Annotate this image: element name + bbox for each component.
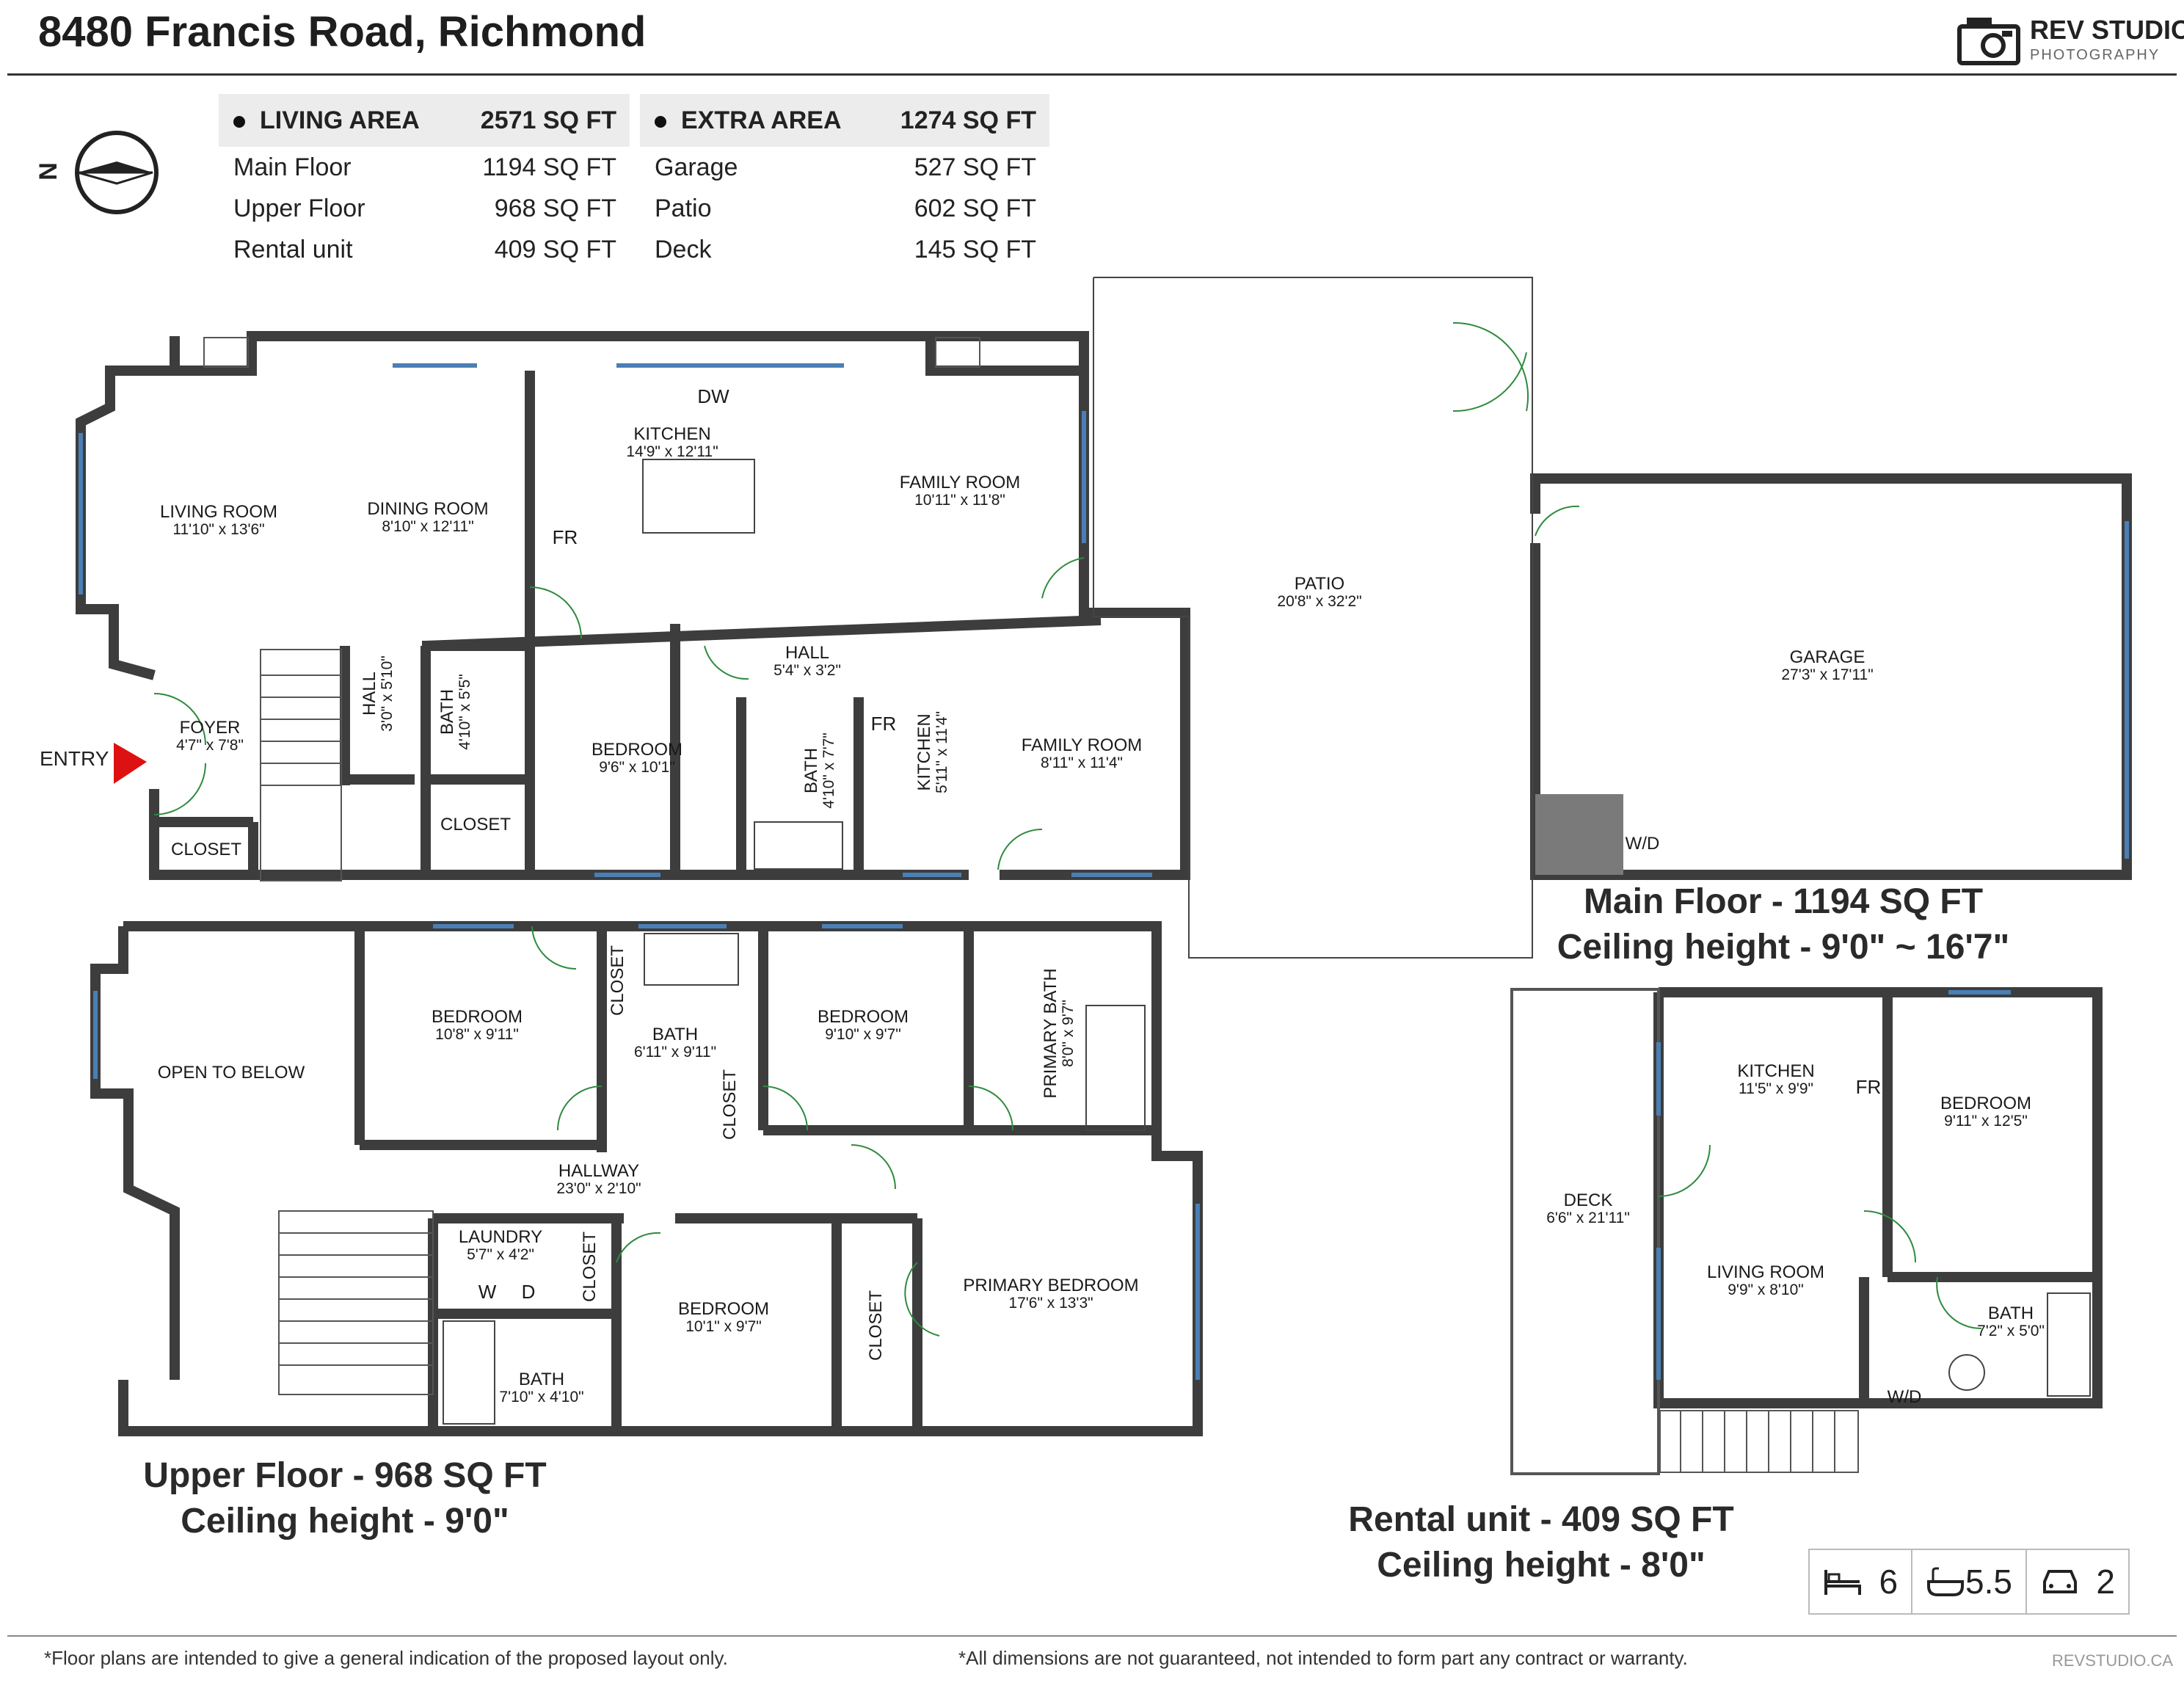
garage-stair-block — [1535, 794, 1623, 875]
living-area-header: LIVING AREA 2571 SQ FT — [219, 94, 630, 147]
compass-arrow-icon — [75, 131, 159, 214]
extra-area-total: 1274 SQ FT — [900, 106, 1036, 134]
extra-area-title: EXTRA AREA — [681, 106, 842, 134]
washer-label: W — [478, 1281, 497, 1303]
dishwasher-label: DW — [697, 385, 729, 407]
logo-brand: REV STUDIO — [2030, 15, 2184, 45]
logo-subtitle: PHOTOGRAPHY — [2030, 47, 2161, 63]
kitchen-island — [642, 459, 755, 534]
main-floor-caption: Main Floor - 1194 SQ FT Ceiling height -… — [1557, 882, 2010, 967]
footer-url: REVSTUDIO.CA — [2052, 1651, 2174, 1670]
room-closet: CLOSET — [580, 1231, 600, 1303]
bed-icon — [1824, 1570, 1861, 1595]
bathtub-icon — [1927, 1567, 1965, 1596]
footer-disclaimer-right: *All dimensions are not guaranteed, not … — [958, 1647, 1688, 1669]
upper-floor-caption: Upper Floor - 968 SQ FT Ceiling height -… — [143, 1456, 547, 1541]
fireplace-left — [203, 337, 249, 368]
room-open-to-below: OPEN TO BELOW — [157, 1063, 305, 1083]
footer-divider — [7, 1635, 2177, 1637]
washer-dryer-label: W/D — [1625, 834, 1660, 854]
fridge-label: FR — [870, 713, 897, 735]
living-area-title: LIVING AREA — [260, 106, 420, 134]
windows — [79, 363, 2129, 1380]
footer-disclaimer-left: *Floor plans are intended to give a gene… — [44, 1647, 728, 1669]
header-divider — [7, 73, 2177, 76]
page-title: 8480 Francis Road, Richmond — [38, 8, 647, 56]
garage-stat: 2 — [2027, 1550, 2128, 1613]
washer-dryer-label: W/D — [1887, 1387, 1922, 1407]
room-closet: CLOSET — [170, 840, 242, 859]
bath-fixtures — [443, 821, 2091, 1425]
compass: N — [34, 126, 163, 219]
deck-outline — [1510, 988, 1660, 1475]
main-floor-walls — [76, 331, 1190, 880]
fridge-label: FR — [1855, 1076, 1882, 1098]
property-stats: 6 5.5 2 — [1808, 1549, 2130, 1615]
room-closet: CLOSET — [720, 1069, 740, 1141]
extra-area-header: EXTRA AREA 1274 SQ FT — [640, 94, 1049, 147]
rental-stairs — [1659, 1410, 1859, 1473]
upper-floor-walls — [90, 921, 1203, 1436]
main-stairs — [260, 649, 342, 881]
living-area-total: 2571 SQ FT — [480, 106, 616, 134]
room-closet: CLOSET — [440, 815, 512, 834]
entry-label: ENTRY — [40, 747, 109, 770]
room-closet: CLOSET — [608, 945, 627, 1017]
camera-icon — [1957, 18, 2020, 65]
dryer-label: D — [521, 1281, 536, 1303]
rental-unit-caption: Rental unit - 409 SQ FT Ceiling height -… — [1348, 1500, 1734, 1585]
fridge-label: FR — [552, 526, 578, 548]
car-icon — [2042, 1570, 2077, 1593]
room-closet: CLOSET — [866, 1290, 886, 1361]
fireplace-right — [935, 337, 980, 368]
door-swings — [153, 321, 1982, 1337]
brand-logo: REV STUDIO PHOTOGRAPHY — [1956, 10, 2184, 69]
upper-stairs — [278, 1210, 434, 1395]
rental-walls — [1653, 987, 2103, 1408]
entry-arrow-icon — [114, 743, 147, 784]
baths-stat: 5.5 — [1912, 1550, 2027, 1613]
beds-stat: 6 — [1810, 1550, 1913, 1613]
patio-outline — [1093, 277, 1533, 959]
